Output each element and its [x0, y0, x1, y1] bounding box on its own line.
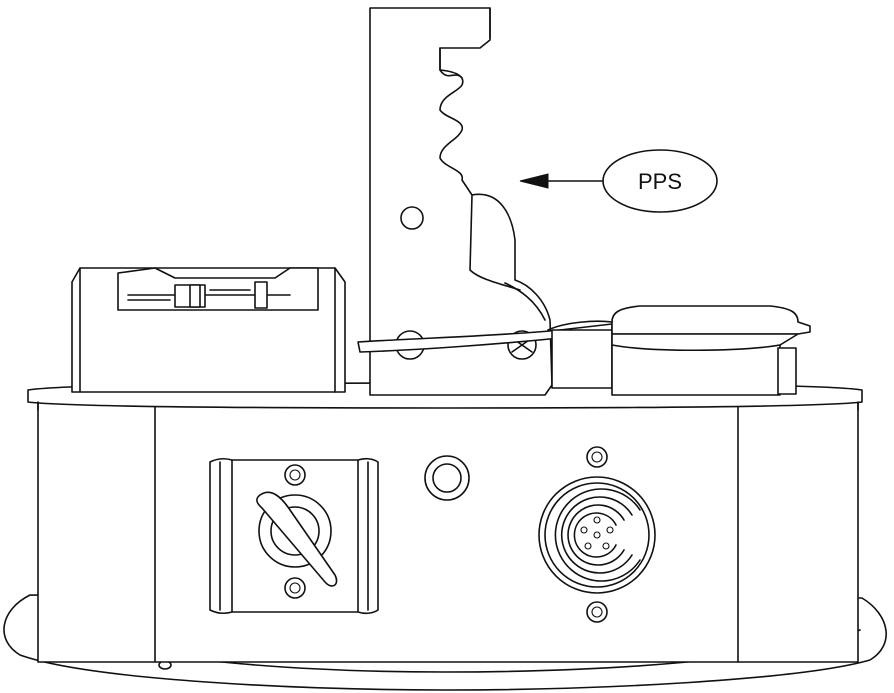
receptacle-screw-bottom: [285, 578, 305, 598]
callout-bubble: [603, 150, 717, 212]
bracket-hole: [401, 207, 423, 229]
main-body: [28, 383, 862, 662]
pps-callout: PPS: [520, 150, 717, 212]
connector-screw-top: [587, 447, 607, 467]
key-handle: [257, 492, 337, 586]
callout-label: PPS: [638, 169, 682, 194]
left-receptacle: [210, 459, 378, 614]
top-left-block: [72, 268, 345, 392]
connector-screw-bottom: [587, 602, 607, 622]
arrow-left-icon: [520, 174, 548, 188]
center-button: [425, 456, 469, 500]
right-connector: [539, 447, 655, 622]
receptacle-screw-top: [285, 465, 305, 485]
top-right-cap: [548, 306, 810, 395]
